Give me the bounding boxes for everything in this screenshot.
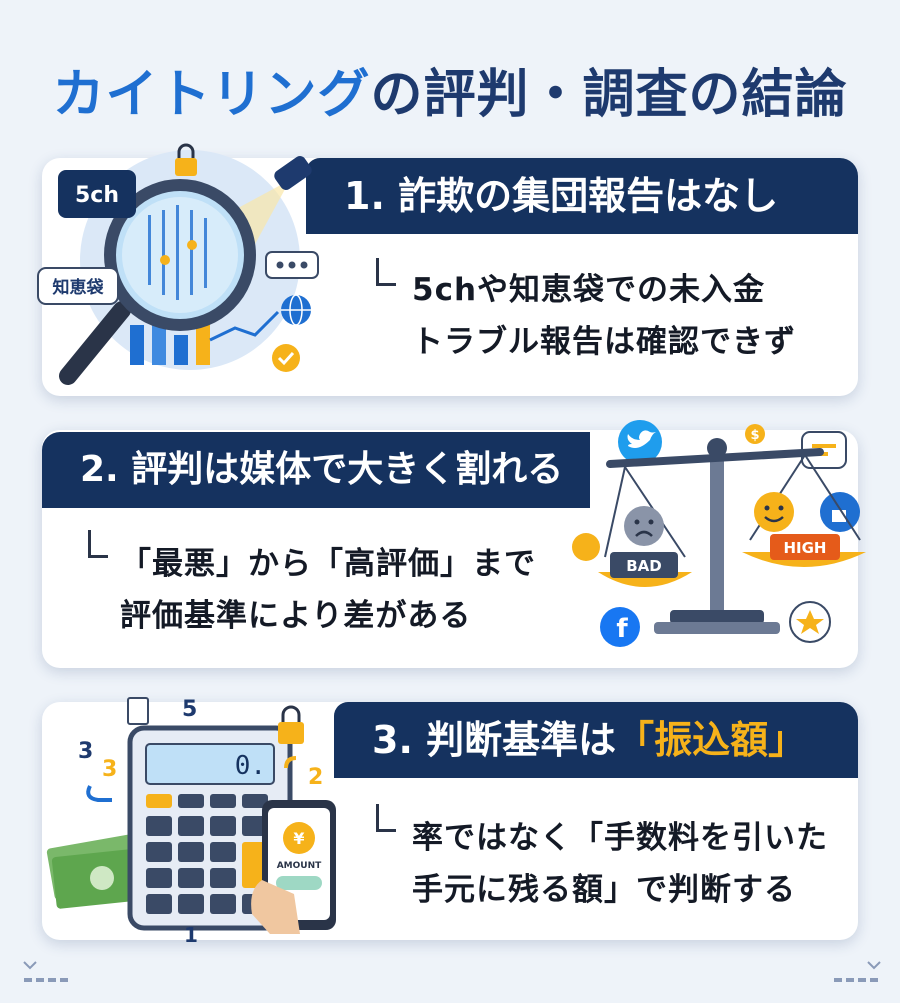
section-1-number: 1. [344, 174, 385, 218]
section-2-heading: 評判は媒体で大きく割れる [131, 449, 564, 490]
section-3-header: 3. 判断基準は「振込額」 [334, 702, 858, 778]
section-1-heading: 詐欺の集団報告はなし [398, 174, 779, 218]
calculator-display: 0. [235, 751, 266, 781]
section-2-body: 「最悪」から「高評価」まで 評価基準により差がある [120, 538, 560, 642]
section-1-line-1: 5chや知恵袋での未入金 [412, 272, 766, 308]
document-icon [127, 697, 149, 725]
number-3a: 3 [78, 739, 93, 764]
section-3-line-1: 率ではなく「手数料を引いた [412, 820, 828, 856]
section-2-connector [88, 530, 108, 558]
check-icon [272, 344, 300, 372]
section-3-body: 率ではなく「手数料を引いた 手元に残る額」で判断する [412, 812, 852, 916]
section-3-number: 3. [372, 718, 413, 762]
section-1-body: 5chや知恵袋での未入金 トラブル報告は確認できず [412, 264, 852, 368]
star-icon [789, 601, 831, 643]
yen-symbol: ¥ [293, 829, 304, 848]
section-3-connector [376, 804, 396, 832]
label-bad: BAD [626, 557, 662, 575]
number-5: 5 [182, 697, 197, 722]
section-3-illustration: 0. ¥ AMOUNT [46, 697, 336, 947]
calculator-icon: 0. [127, 725, 293, 931]
twitter-icon [618, 420, 662, 464]
section-3-line-2: 手元に残る額」で判断する [412, 872, 796, 908]
label-5ch: 5ch [75, 183, 119, 208]
page-title: カイトリングの評判・調査の結論 [0, 52, 900, 127]
section-1-header: 1. 詐欺の集団報告はなし [306, 158, 858, 234]
section-3-heading-highlight: 「振込額」 [616, 718, 807, 762]
facebook-icon: f [600, 607, 640, 647]
section-2-header: 2. 評判は媒体で大きく割れる [42, 432, 590, 508]
title-prefix: カイトリング [52, 65, 371, 125]
globe-icon [281, 294, 311, 326]
smile-face-icon [754, 492, 794, 532]
section-2-line-1: 「最悪」から「高評価」まで [120, 546, 536, 582]
section-1-connector [376, 258, 396, 286]
title-suffix: の評判・調査の結論 [370, 65, 848, 125]
lock-icon-3 [278, 705, 304, 744]
bottom-decoration-left [23, 961, 68, 982]
svg-text:$: $ [750, 428, 759, 443]
section-2-illustration: $ BAD HIGH f [572, 420, 866, 647]
section-1-illustration: 5ch 知恵袋 [37, 143, 319, 385]
number-3b: 3 [102, 757, 117, 782]
section-2-line-2: 評価基準により差がある [120, 598, 472, 634]
label-chiebukuro: 知恵袋 [52, 277, 105, 298]
label-amount: AMOUNT [277, 861, 322, 871]
number-1: 1 [184, 923, 198, 947]
sad-face-icon [624, 506, 664, 546]
svg-text:f: f [616, 614, 628, 644]
section-3-heading-prefix: 判断基準は [426, 718, 617, 762]
lock-icon [175, 143, 197, 176]
flashlight-icon [274, 156, 312, 190]
magnifier-icon [59, 179, 256, 385]
label-high: HIGH [783, 539, 826, 557]
bottom-decoration-right [834, 961, 881, 982]
section-1-line-2: トラブル報告は確認できず [412, 324, 796, 360]
number-2: 2 [308, 765, 323, 790]
section-2-number: 2. [80, 449, 119, 490]
small-sad-face-icon [572, 533, 600, 561]
smartphone-icon: ¥ AMOUNT [251, 800, 336, 934]
